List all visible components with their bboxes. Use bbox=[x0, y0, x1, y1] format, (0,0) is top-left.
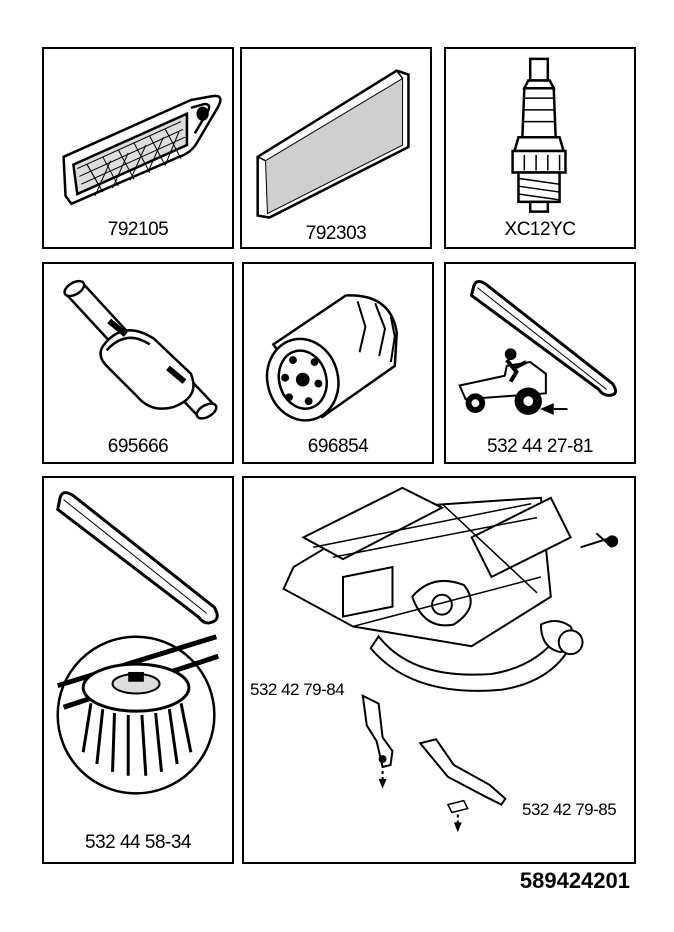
part-number-blade-left: 532 42 79-84 bbox=[250, 680, 345, 699]
blade-left-icon bbox=[363, 696, 393, 789]
tractor-icon bbox=[460, 348, 568, 415]
foam-prefilter-icon bbox=[242, 49, 430, 247]
part-number-air-filter: 792105 bbox=[107, 219, 169, 240]
spark-plug-icon bbox=[446, 49, 634, 247]
part-panel-oil-filter: 696854 bbox=[242, 262, 434, 464]
part-panel-fuel-filter: 695666 bbox=[42, 262, 234, 464]
part-panel-spark-plug: XC12YC bbox=[444, 47, 636, 249]
part-panel-pre-filter: 792303 bbox=[240, 47, 432, 249]
document-number: 589424201 bbox=[519, 868, 630, 893]
part-panel-deck-belt: 532 44 58-34 bbox=[42, 476, 234, 864]
part-number-oil-filter: 696854 bbox=[307, 436, 369, 457]
part-number-drive-belt: 532 44 27-81 bbox=[487, 436, 594, 457]
oil-filter-icon bbox=[244, 264, 432, 462]
blade-right-icon bbox=[420, 739, 505, 833]
mower-deck-icon bbox=[244, 478, 634, 833]
part-number-blade-right: 532 42 79-85 bbox=[522, 800, 617, 819]
part-panel-drive-belt: 532 44 27-81 bbox=[444, 262, 636, 464]
part-panel-air-filter: 792105 bbox=[42, 47, 234, 249]
drive-belt-icon bbox=[446, 264, 634, 415]
part-panel-mower-deck: 532 42 79-84 532 42 79-85 bbox=[242, 476, 636, 864]
air-filter-icon bbox=[44, 49, 232, 247]
part-number-spark-plug: XC12YC bbox=[504, 219, 576, 240]
part-number-deck-belt: 532 44 58-34 bbox=[85, 832, 192, 853]
part-number-fuel-filter: 695666 bbox=[107, 436, 169, 457]
deck-belt-pulley-icon bbox=[44, 478, 232, 862]
part-number-pre-filter: 792303 bbox=[305, 223, 367, 244]
fuel-filter-icon bbox=[44, 264, 232, 462]
